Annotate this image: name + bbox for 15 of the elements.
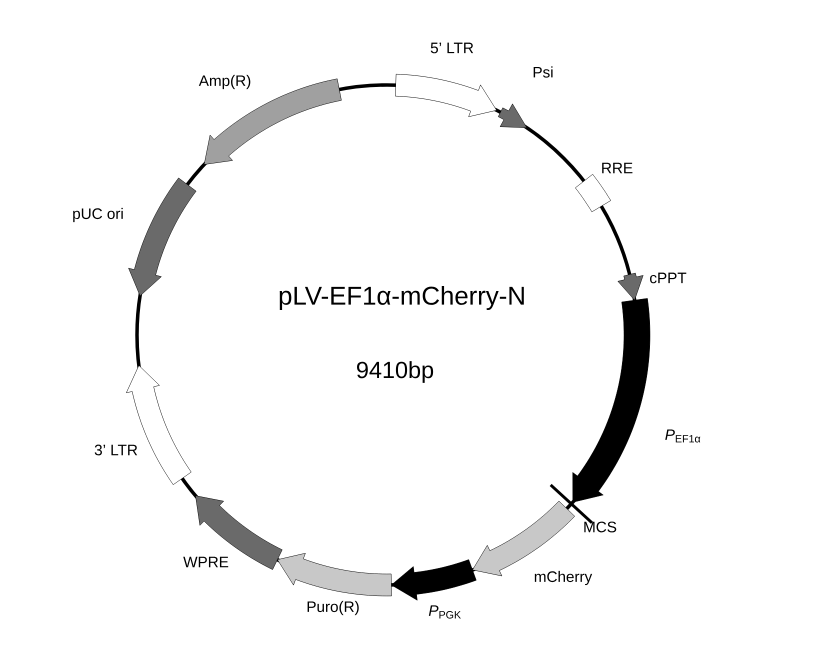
feature-label: Psi — [534, 66, 553, 78]
feature-label: WPRE — [183, 556, 228, 568]
feature-label: 3’ LTR — [94, 444, 138, 456]
feature-label: P$_{PGK}$ — [428, 605, 461, 619]
feature-label: Amp(R) — [198, 74, 250, 90]
feature-label: RRE — [602, 162, 632, 174]
plasmid-size: 9410bp — [357, 361, 434, 383]
feature-label: pUC ori — [73, 208, 123, 222]
feature-label: Puro(R) — [308, 600, 359, 616]
feature-label: P$_{EF1α}$ — [665, 429, 700, 443]
feature-label: mCherry — [534, 570, 592, 586]
feature-label: 5’ LTR — [430, 42, 474, 54]
plasmid-name: pLV-EF1α-mCherry-N — [280, 286, 524, 310]
feature-label: cPPT — [650, 272, 686, 284]
feature-label: MCS — [584, 522, 616, 532]
